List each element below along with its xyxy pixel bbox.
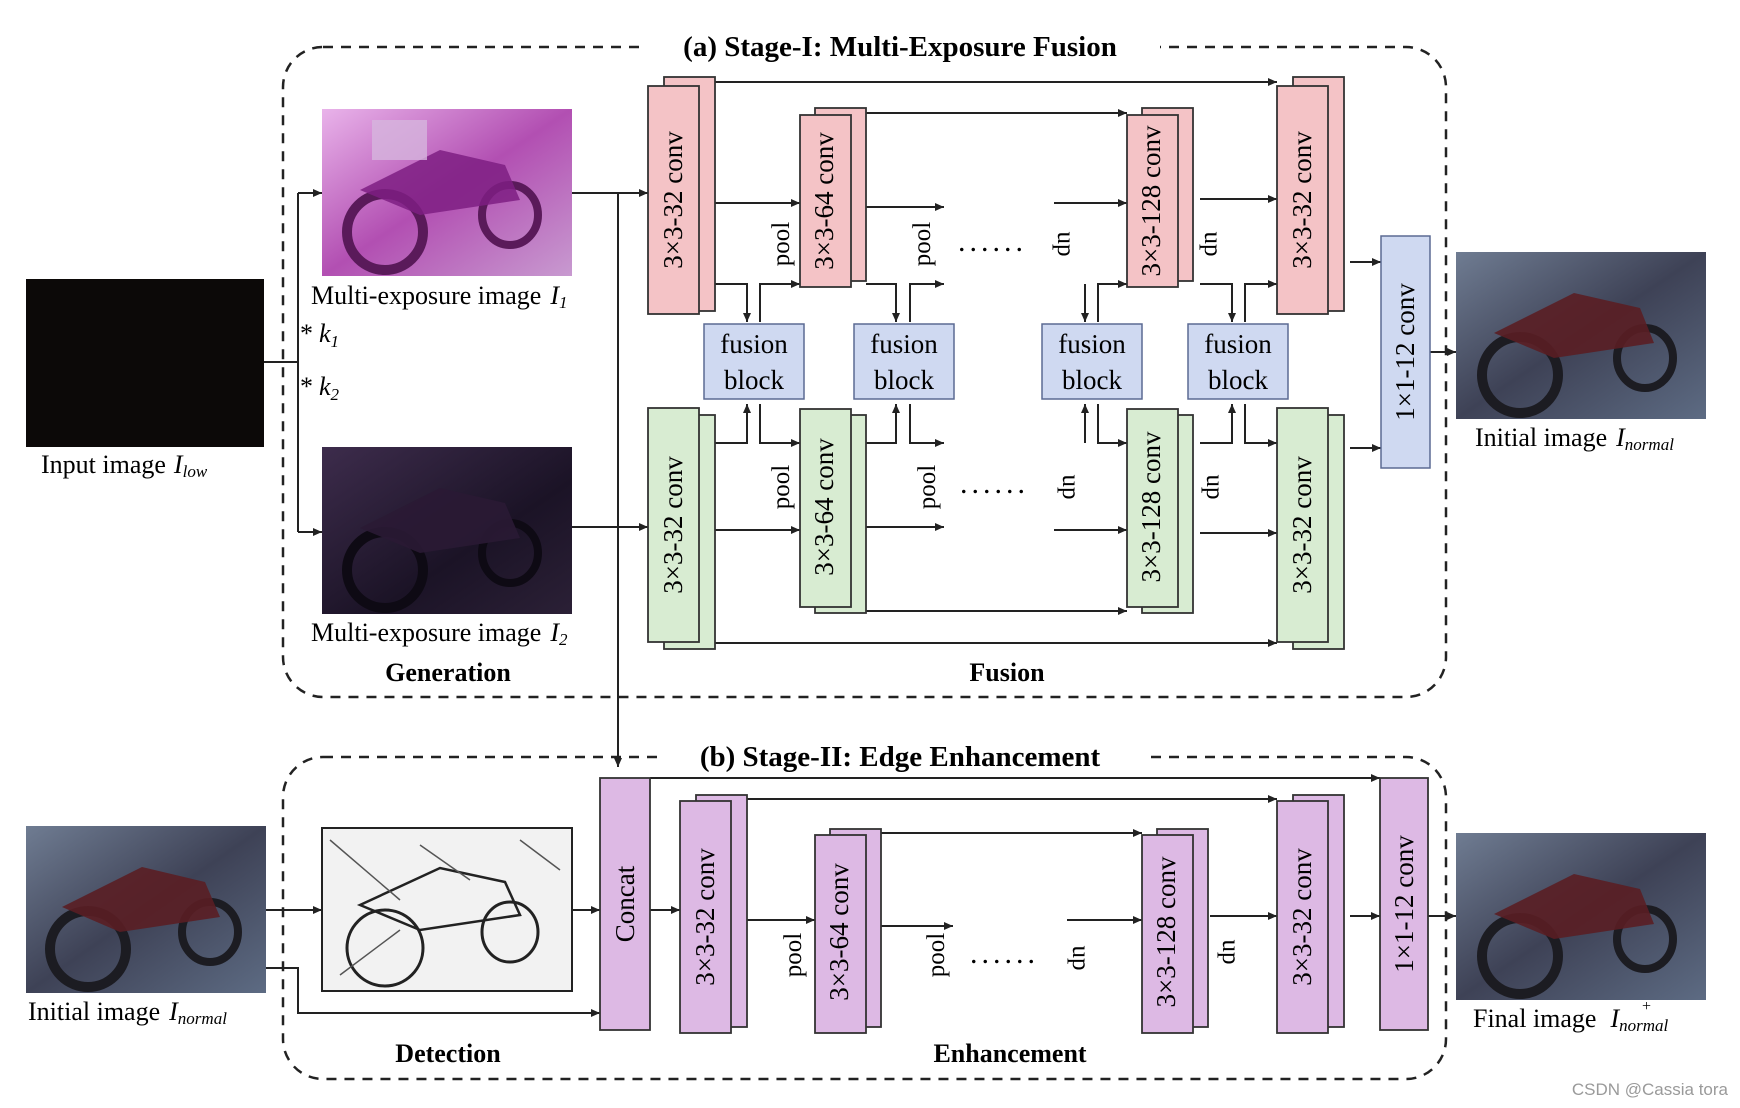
fusion-label: Fusion [969,658,1045,687]
initial2-caption: Initial image [28,997,160,1026]
ellipsis: ...... [960,467,1029,500]
up-label: up [1217,940,1244,965]
pink-conv64: 3×3-64 conv [799,107,867,288]
enh-conv64: 3×3-64 conv [814,828,882,1034]
enh-decoder-conv32: 3×3-32 conv [1276,794,1345,1034]
exposure1-caption: Multi-exposure image [311,281,541,310]
input-subscript: low [183,462,208,481]
svg-text:Concat: Concat [610,865,640,942]
pool-label: pool [780,933,807,978]
svg-text:fusion: fusion [1204,329,1272,359]
final-image [1456,833,1706,1000]
kernel-k1: k [319,319,331,348]
svg-text:3×3-128 conv: 3×3-128 conv [1136,125,1166,276]
up-label: up [1201,475,1228,500]
pink-decoder-conv32: 3×3-32 conv [1276,76,1345,315]
fusion-conv1x1: 1×1-12 conv [1380,235,1431,469]
pool-label: pool [768,465,795,510]
fusion-block-4: fusion block [1187,323,1289,400]
svg-text:block: block [1062,365,1122,395]
pool-label: pool [909,222,936,267]
edge-image [321,827,573,992]
exposure-image-1 [322,109,572,276]
green-conv64: 3×3-64 conv [799,408,867,614]
up-label: up [1199,232,1226,257]
concat-block: Concat [599,777,651,1031]
svg-text:3×3-128 conv: 3×3-128 conv [1136,431,1166,582]
up-label: up [1057,475,1084,500]
svg-text:1×1-12 conv: 1×1-12 conv [1389,835,1419,973]
svg-text:3×3-32 conv: 3×3-32 conv [690,848,720,986]
stage2-connections [266,774,1456,1017]
svg-text:fusion: fusion [720,329,788,359]
exposure-image-2 [322,447,572,614]
svg-text:3×3-64 conv: 3×3-64 conv [824,863,854,1001]
detection-label: Detection [395,1039,501,1068]
svg-text:3×3-32 conv: 3×3-32 conv [1287,131,1317,269]
pool-label: pool [768,222,795,267]
final-caption: Final image [1473,1004,1596,1033]
enh-encoder-conv32: 3×3-32 conv [679,794,748,1034]
svg-text:fusion: fusion [1058,329,1126,359]
watermark: CSDN @Cassia tora [1572,1080,1729,1099]
green-encoder-conv32: 3×3-32 conv [647,407,716,650]
svg-text:3×3-32 conv: 3×3-32 conv [658,456,688,594]
exposure2-caption: Multi-exposure image [311,618,541,647]
ellipsis: ...... [970,937,1039,970]
svg-text:fusion: fusion [870,329,938,359]
svg-text:*k2: *k2 [300,372,340,404]
input-caption: Input image [41,450,166,479]
initial-image-output [1456,252,1706,419]
pink-conv128: 3×3-128 conv [1126,107,1194,288]
green-decoder-conv32: 3×3-32 conv [1276,407,1345,650]
svg-text:block: block [724,365,784,395]
pink-encoder-conv32: 3×3-32 conv [647,76,716,315]
generation-label: Generation [385,658,511,687]
initial-image-input [26,826,266,993]
up-label: up [1052,232,1079,257]
kernel-k2: k [319,372,331,401]
ellipsis: ...... [958,225,1027,258]
svg-text:block: block [1208,365,1268,395]
pool-label: pool [914,465,941,510]
stage2-title: (b) Stage-II: Edge Enhancement [700,741,1101,773]
svg-text:3×3-64 conv: 3×3-64 conv [809,438,839,576]
fusion-block-1: fusion block [703,323,805,400]
svg-text:block: block [874,365,934,395]
initial-caption: Initial image [1475,423,1607,452]
svg-text:3×3-32 conv: 3×3-32 conv [1287,456,1317,594]
final-superscript: + [1642,998,1651,1015]
svg-text:1×1-12 conv: 1×1-12 conv [1390,283,1420,421]
svg-text:3×3-64 conv: 3×3-64 conv [809,132,839,270]
svg-text:3×3-32 conv: 3×3-32 conv [1287,848,1317,986]
fusion-block-3: fusion block [1041,323,1143,400]
enh-conv1x1: 1×1-12 conv [1379,777,1429,1031]
stage1-title: (a) Stage-I: Multi-Exposure Fusion [683,31,1117,63]
svg-text:3×3-32 conv: 3×3-32 conv [658,131,688,269]
svg-text:3×3-128 conv: 3×3-128 conv [1151,856,1181,1007]
fusion-block-2: fusion block [853,323,955,400]
svg-text:*k1: *k1 [300,319,339,351]
input-image [26,279,264,447]
stage1-connections [264,78,1456,767]
enhancement-label: Enhancement [933,1039,1086,1068]
enh-conv128: 3×3-128 conv [1141,828,1209,1034]
pool-label: pool [923,933,950,978]
green-conv128: 3×3-128 conv [1126,408,1194,614]
up-label: up [1067,946,1094,971]
